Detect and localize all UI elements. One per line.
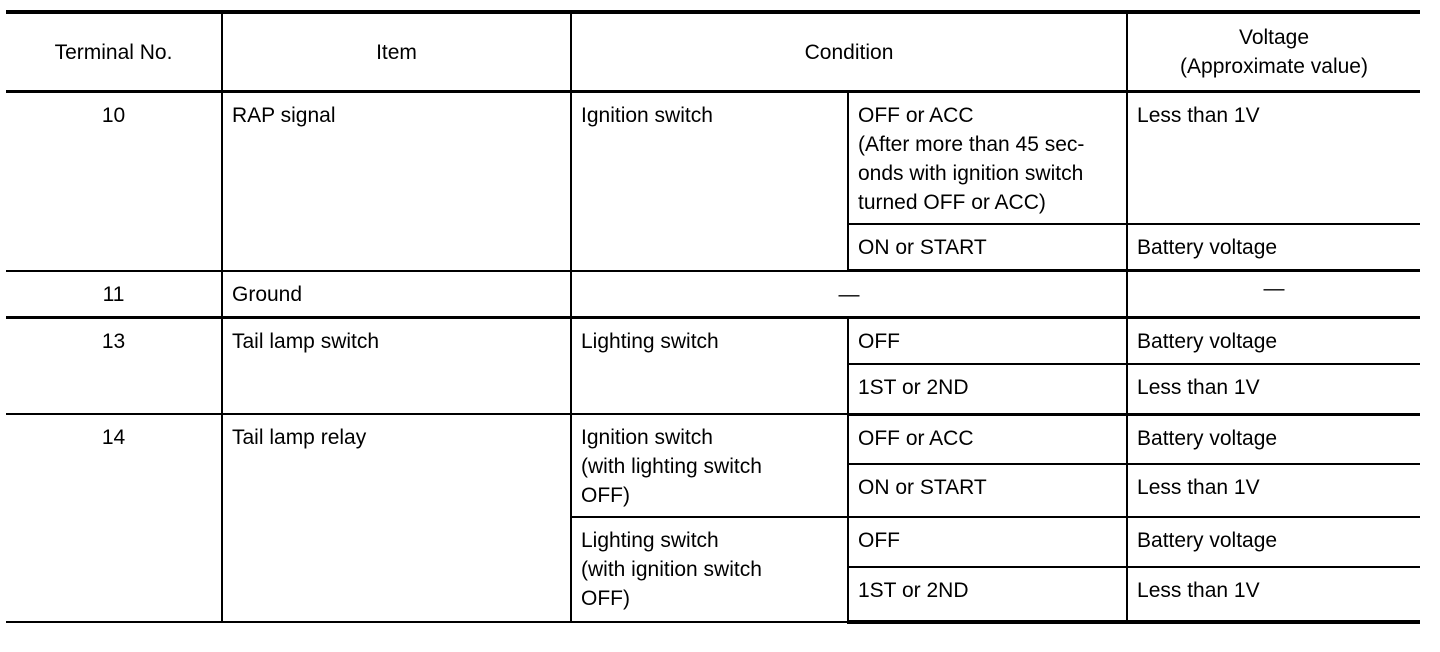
condition-cell: OFF [846,316,1129,365]
header-condition: Condition [569,10,1129,93]
switch-cell: Ignition switch [570,90,849,272]
terminal-cell: 13 [6,316,223,415]
table-row: 1ST or 2ND Less than 1V [6,362,1421,416]
voltage-cell: Battery voltage [1126,223,1421,272]
header-row: Terminal No. Item Condition Voltage (App… [6,10,1421,93]
item-cell: Tail lamp switch [221,316,572,415]
terminal-cell: 10 [6,90,223,272]
voltage-cell: Battery voltage [1126,516,1421,568]
table-row: ON or START Less than 1V [6,462,1421,519]
table-row: 1ST or 2ND Less than 1V [6,566,1421,624]
dash-value: — [1263,277,1285,300]
condition-cell: OFF or ACC [846,413,1129,465]
header-terminal: Terminal No. [6,10,223,93]
terminal-spec-table: Terminal No. Item Condition Voltage (App… [6,10,1421,624]
terminal-cell: 14 [6,413,223,623]
voltage-cell: Less than 1V [1126,90,1421,225]
voltage-cell: — [1126,269,1421,319]
table-row: 11 Ground — — [6,269,1421,319]
table-row: 14 Tail lamp relay Ignition switch (with… [6,413,1421,623]
terminal-cell: 11 [6,269,223,319]
item-cell: Tail lamp relay [221,413,572,623]
voltage-cell: Less than 1V [1126,462,1421,519]
switch-cell: Ignition switch (with lighting switch OF… [570,413,849,518]
voltage-cell: Less than 1V [1126,362,1421,416]
condition-cell: ON or START [848,462,1129,519]
voltage-cell: Battery voltage [1126,413,1421,465]
table-row: 10 RAP signal Ignition switch OFF or ACC… [6,90,1421,272]
table-row: 13 Tail lamp switch Lighting switch OFF … [6,316,1421,415]
condition-cell: OFF [846,516,1129,568]
table-row: Lighting switch (with ignition switch OF… [6,516,1421,623]
condition-cell: ON or START [848,223,1129,272]
item-cell: RAP signal [221,90,572,272]
condition-cell: OFF or ACC (After more than 45 sec- onds… [846,90,1129,225]
dash-value: — [838,283,860,306]
voltage-cell: Battery voltage [1126,316,1421,365]
switch-cell: Lighting switch [570,316,849,415]
item-cell: Ground [221,269,572,319]
header-voltage: Voltage (Approximate value) [1126,10,1421,93]
switch-cell: Lighting switch (with ignition switch OF… [571,516,849,623]
condition-cell: 1ST or 2ND [848,566,1129,624]
table-row: ON or START Battery voltage [6,223,1421,272]
condition-cell: 1ST or 2ND [848,362,1129,416]
voltage-cell: Less than 1V [1126,566,1421,624]
header-item: Item [221,10,572,93]
condition-cell: — [569,269,1129,319]
